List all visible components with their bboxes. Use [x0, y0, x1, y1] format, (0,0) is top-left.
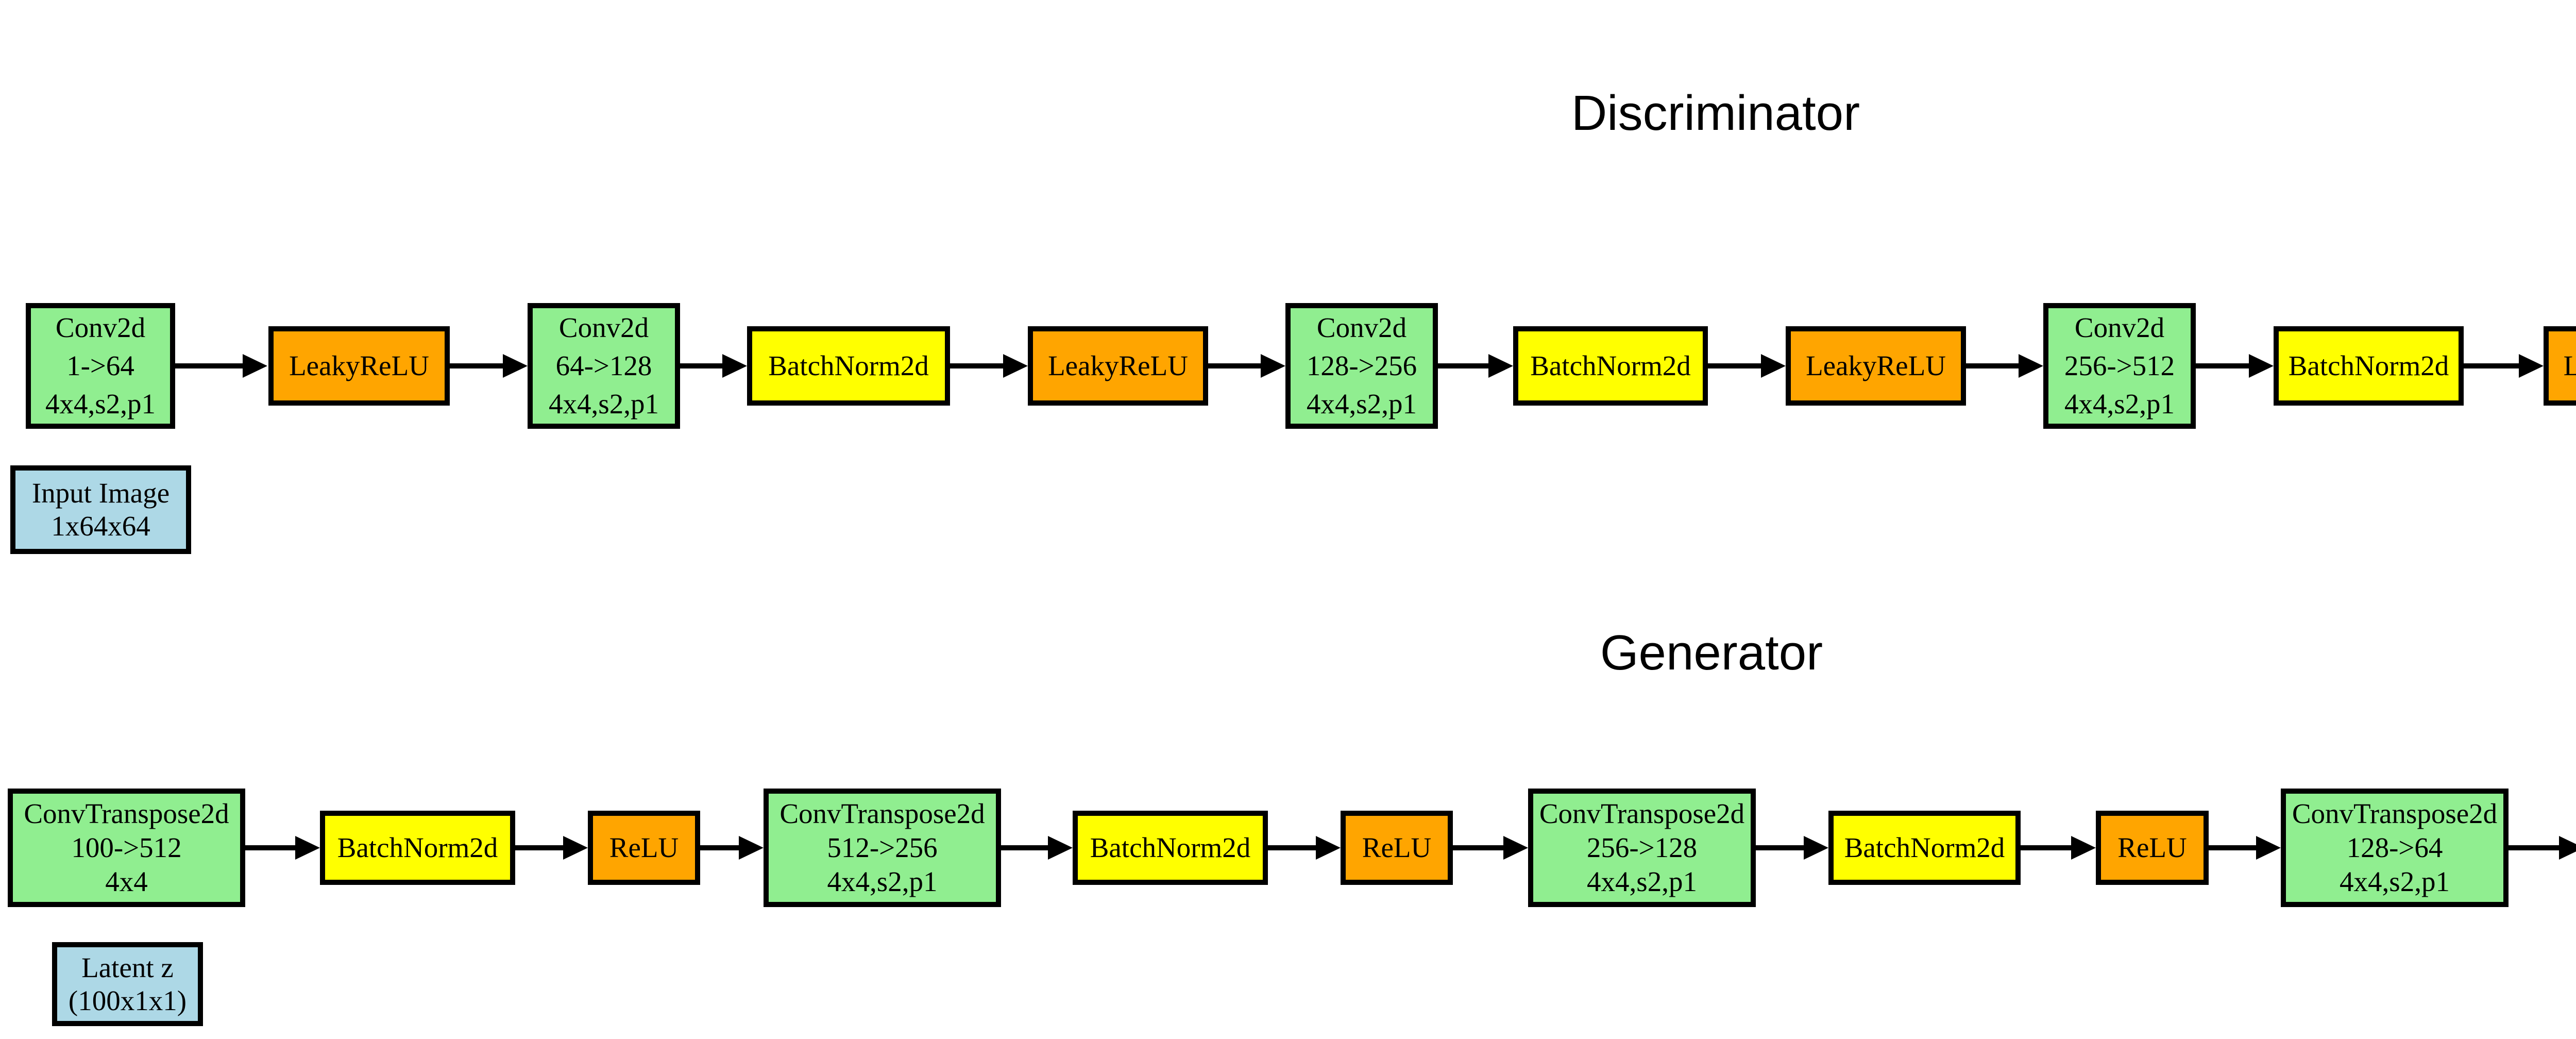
flow-arrow: [1438, 354, 1513, 378]
discriminator-title: Discriminator: [1571, 86, 1860, 141]
flow-arrow: [2209, 836, 2281, 860]
flow-arrow: [680, 354, 747, 378]
node-batchnorm2d-d1: BatchNorm2d: [747, 326, 950, 406]
node-relu-3: ReLU: [2096, 811, 2209, 885]
node-batchnorm2d-g1: BatchNorm2d: [320, 811, 515, 885]
flow-arrow: [950, 354, 1028, 378]
flow-arrow: [1208, 354, 1285, 378]
flow-arrow: [700, 836, 764, 860]
flow-arrow: [1268, 836, 1341, 860]
flow-arrow: [1708, 354, 1786, 378]
node-leakyrelu-2: LeakyReLU: [1028, 326, 1208, 406]
flow-arrow: [1756, 836, 1828, 860]
flow-arrow: [1453, 836, 1528, 860]
flow-arrow: [450, 354, 528, 378]
flow-arrow: [175, 354, 267, 378]
flow-arrow: [1001, 836, 1073, 860]
flow-arrow: [245, 836, 320, 860]
node-leakyrelu-3: LeakyReLU: [1786, 326, 1966, 406]
generator-title: Generator: [1600, 625, 1823, 680]
node-batchnorm2d-g2: BatchNorm2d: [1073, 811, 1268, 885]
node-latent-z: Latent z(100x1x1): [52, 942, 203, 1026]
node-leakyrelu-4: LeakyReLU: [2544, 326, 2576, 406]
flow-arrow: [2196, 354, 2274, 378]
node-batchnorm2d-d2: BatchNorm2d: [1513, 326, 1708, 406]
flow-arrow: [2021, 836, 2096, 860]
flow-arrow: [2509, 836, 2576, 860]
flow-arrow: [2464, 354, 2544, 378]
flow-arrow: [1966, 354, 2043, 378]
node-batchnorm2d-d3: BatchNorm2d: [2274, 326, 2464, 406]
node-leakyrelu-1: LeakyReLU: [268, 326, 450, 406]
flow-arrow: [515, 836, 588, 860]
node-relu-1: ReLU: [588, 811, 700, 885]
node-relu-2: ReLU: [1341, 811, 1453, 885]
node-batchnorm2d-g3: BatchNorm2d: [1828, 811, 2021, 885]
